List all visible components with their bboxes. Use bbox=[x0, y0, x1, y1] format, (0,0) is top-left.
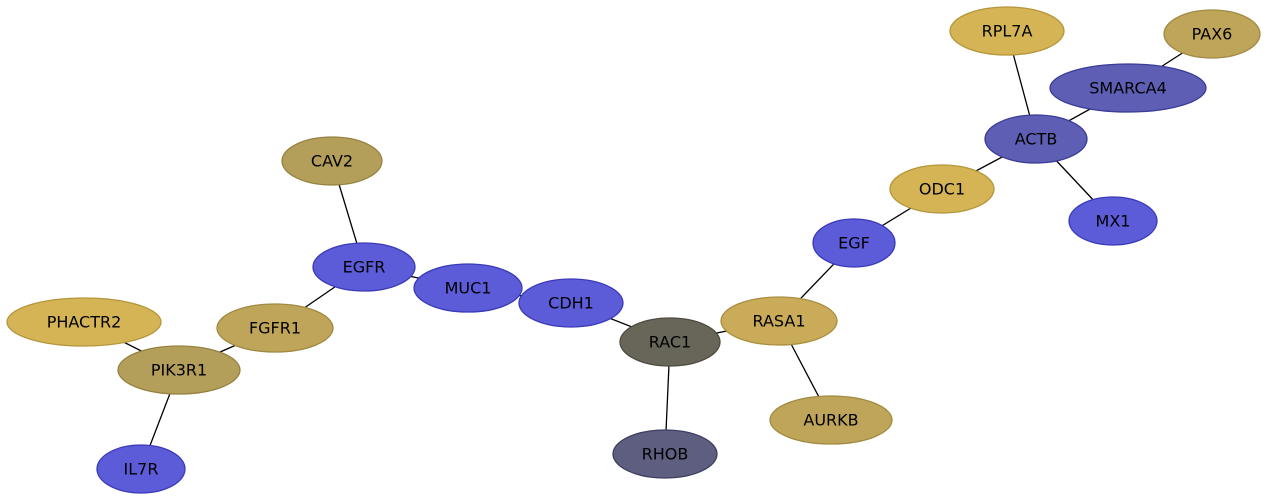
node-muc1[interactable]: MUC1 bbox=[413, 263, 523, 313]
node-label: EGF bbox=[838, 234, 870, 253]
node-label: AURKB bbox=[803, 411, 858, 430]
node-ellipse bbox=[949, 6, 1065, 56]
node-ellipse bbox=[96, 444, 186, 494]
node-label: RPL7A bbox=[982, 22, 1033, 41]
node-ellipse bbox=[889, 164, 995, 214]
node-odc1[interactable]: ODC1 bbox=[889, 164, 995, 214]
node-label: RASA1 bbox=[753, 312, 806, 331]
node-rasa1[interactable]: RASA1 bbox=[720, 296, 838, 346]
node-mx1[interactable]: MX1 bbox=[1068, 196, 1158, 246]
node-actb[interactable]: ACTB bbox=[984, 114, 1088, 164]
node-ellipse bbox=[117, 345, 241, 395]
node-egfr[interactable]: EGFR bbox=[312, 242, 416, 292]
node-label: IL7R bbox=[124, 460, 159, 479]
node-label: EGFR bbox=[343, 258, 386, 277]
node-label: PIK3R1 bbox=[151, 361, 207, 380]
node-ellipse bbox=[281, 136, 383, 186]
node-label: MX1 bbox=[1096, 212, 1131, 231]
node-ellipse bbox=[612, 429, 718, 479]
node-ellipse bbox=[216, 303, 334, 353]
node-label: RHOB bbox=[642, 445, 689, 464]
node-fgfr1[interactable]: FGFR1 bbox=[216, 303, 334, 353]
node-cav2[interactable]: CAV2 bbox=[281, 136, 383, 186]
node-ellipse bbox=[812, 218, 896, 268]
node-ellipse bbox=[1163, 9, 1261, 59]
node-label: PHACTR2 bbox=[47, 313, 122, 332]
node-ellipse bbox=[518, 278, 624, 328]
node-label: RAC1 bbox=[649, 333, 691, 352]
node-label: FGFR1 bbox=[249, 319, 301, 338]
node-ellipse bbox=[769, 395, 893, 445]
node-ellipse bbox=[1049, 63, 1207, 113]
node-phactr2[interactable]: PHACTR2 bbox=[6, 297, 162, 347]
node-ellipse bbox=[720, 296, 838, 346]
node-rpl7a[interactable]: RPL7A bbox=[949, 6, 1065, 56]
node-smarca4[interactable]: SMARCA4 bbox=[1049, 63, 1207, 113]
node-label: SMARCA4 bbox=[1089, 79, 1167, 98]
node-label: CAV2 bbox=[311, 152, 353, 171]
node-il7r[interactable]: IL7R bbox=[96, 444, 186, 494]
node-label: PAX6 bbox=[1192, 25, 1233, 44]
node-label: ODC1 bbox=[919, 180, 965, 199]
node-rhob[interactable]: RHOB bbox=[612, 429, 718, 479]
node-pax6[interactable]: PAX6 bbox=[1163, 9, 1261, 59]
node-ellipse bbox=[312, 242, 416, 292]
node-ellipse bbox=[413, 263, 523, 313]
node-ellipse bbox=[984, 114, 1088, 164]
node-pik3r1[interactable]: PIK3R1 bbox=[117, 345, 241, 395]
node-ellipse bbox=[6, 297, 162, 347]
node-label: MUC1 bbox=[445, 279, 492, 298]
edges-layer bbox=[83, 30, 1213, 470]
node-label: ACTB bbox=[1015, 130, 1058, 149]
node-label: CDH1 bbox=[548, 294, 594, 313]
node-ellipse bbox=[619, 317, 721, 367]
node-rac1[interactable]: RAC1 bbox=[619, 317, 721, 367]
node-cdh1[interactable]: CDH1 bbox=[518, 278, 624, 328]
node-aurkb[interactable]: AURKB bbox=[769, 395, 893, 445]
node-ellipse bbox=[1068, 196, 1158, 246]
node-egf[interactable]: EGF bbox=[812, 218, 896, 268]
